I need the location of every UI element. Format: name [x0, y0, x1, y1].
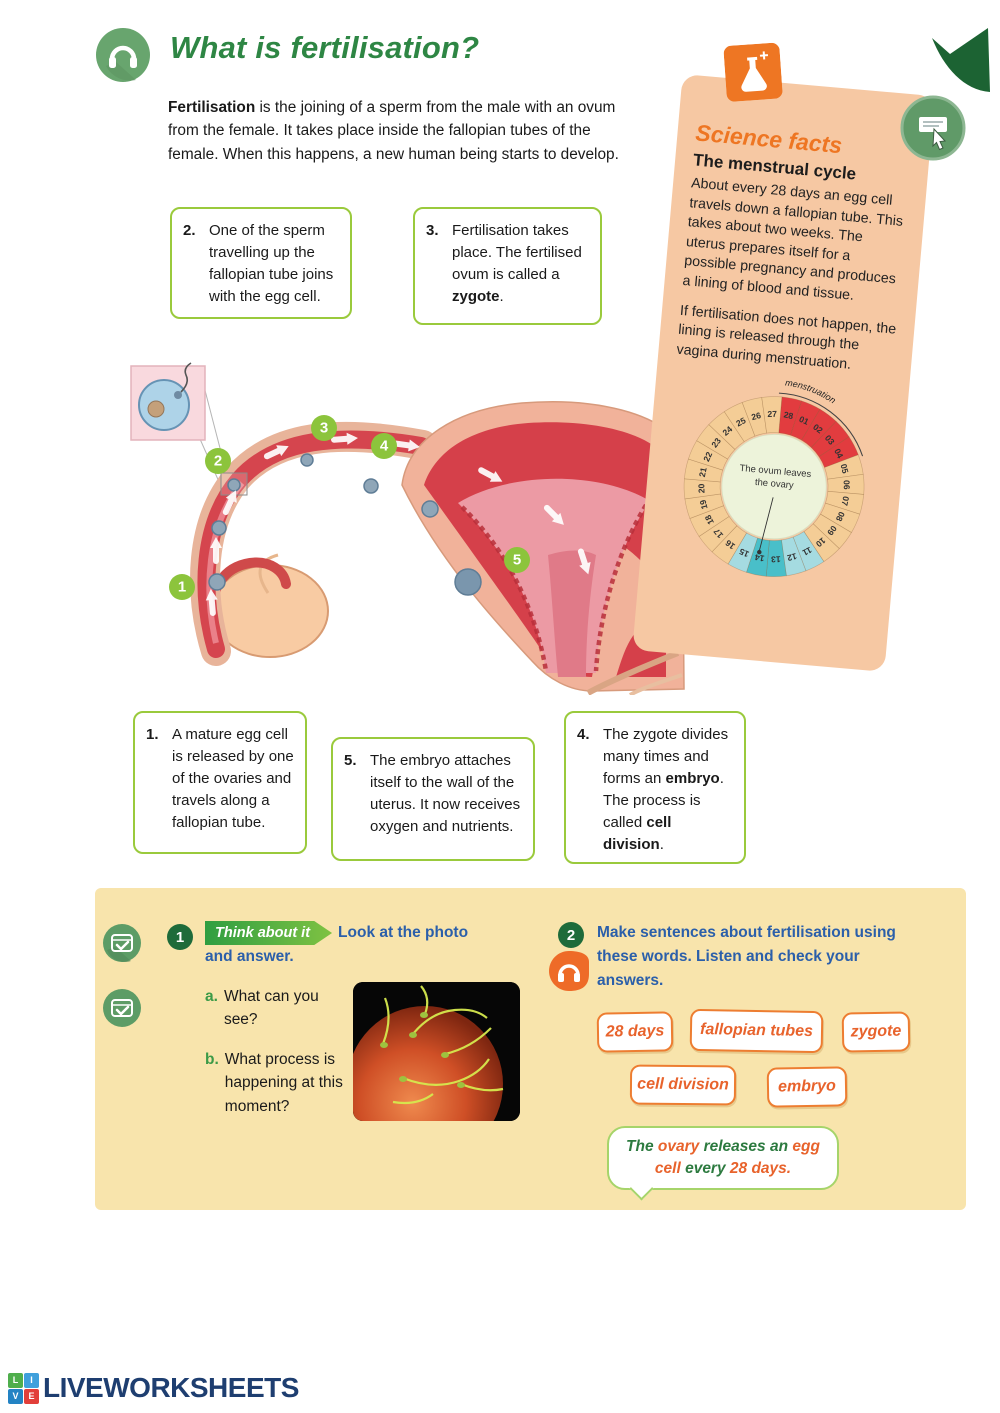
logo-squares: L I V E: [8, 1372, 39, 1404]
web-click-icon[interactable]: [900, 95, 966, 161]
logo-square: E: [24, 1388, 39, 1404]
headphones-audio-icon[interactable]: [548, 950, 590, 992]
svg-text:11: 11: [800, 545, 813, 558]
question-text: What process is happening at this moment…: [224, 1051, 343, 1115]
svg-text:22: 22: [701, 450, 714, 463]
answer-speech-bubble: The ovary releases an egg cell every 28 …: [607, 1126, 839, 1201]
question-text: What can you see?: [223, 988, 319, 1029]
logo-text: LIVEWORKSHEETS: [43, 1372, 299, 1403]
ovary: [211, 564, 329, 658]
step-box-3: 3. Fertilisation takes place. The fertil…: [413, 207, 602, 325]
svg-text:28: 28: [782, 410, 794, 422]
marker-2: 2: [205, 448, 231, 474]
liveworksheets-logo[interactable]: L I V E LIVEWORKSHEETS: [8, 1372, 299, 1404]
svg-text:13: 13: [770, 555, 780, 565]
corner-decoration: [932, 28, 990, 92]
step-text: Fertilisation takes place. The fertilise…: [452, 222, 582, 306]
science-facts-paragraph: About every 28 days an egg cell travels …: [681, 175, 904, 304]
intro-paragraph: Fertilisation is the joining of a sperm …: [168, 99, 619, 163]
flask-icon: [723, 42, 783, 102]
logo-square: V: [8, 1388, 23, 1404]
bubble-tail: [629, 1176, 654, 1201]
step-text: The embryo attaches itself to the wall o…: [370, 752, 521, 836]
flow-arrows: [205, 432, 591, 616]
science-facts-paragraph: If fertilisation does not happen, the li…: [675, 302, 897, 373]
marker-4: 4: [371, 433, 397, 459]
word-chip-cell-division: cell division: [629, 1064, 737, 1106]
fertilisation-diagram: 1 2 3 4 5: [130, 362, 685, 695]
fertilisation-photo: [353, 982, 520, 1121]
svg-text:15: 15: [737, 547, 750, 560]
svg-text:21: 21: [696, 467, 708, 479]
svg-text:07: 07: [839, 496, 851, 508]
svg-text:12: 12: [785, 551, 797, 563]
diagram-markers: 1 2 3 4 5: [169, 415, 530, 600]
widget-check-icon[interactable]: [103, 924, 141, 962]
word-chip-fallopian-tubes: fallopian tubes: [689, 1008, 824, 1054]
svg-text:3: 3: [320, 420, 328, 437]
question-letter: b.: [205, 1051, 219, 1068]
svg-text:5: 5: [513, 552, 521, 569]
svg-text:27: 27: [767, 409, 777, 419]
step-box-5: 5. The embryo attaches itself to the wal…: [331, 737, 535, 861]
svg-text:05: 05: [838, 463, 850, 475]
svg-text:06: 06: [841, 480, 851, 490]
question-a: a. What can you see?: [205, 985, 345, 1032]
svg-text:01: 01: [797, 414, 810, 427]
exercise-2-number: 2: [558, 922, 584, 948]
svg-text:4: 4: [380, 438, 389, 455]
svg-text:2: 2: [214, 453, 222, 470]
svg-text:19: 19: [697, 499, 709, 511]
exercise-1-number: 1: [167, 924, 193, 950]
bubble-text: The ovary releases an egg cell every 28 …: [626, 1138, 820, 1177]
widget-check-icon[interactable]: [103, 989, 141, 1027]
marker-1: 1: [169, 574, 195, 600]
step-number: 3.: [426, 222, 439, 239]
logo-square: L: [8, 1372, 23, 1388]
step-number: 5.: [344, 752, 357, 769]
egg-cell-inset: [130, 362, 206, 441]
step-box-1: 1. A mature egg cell is released by one …: [133, 711, 307, 854]
exercise-2-instruction: Make sentences about fertilisation using…: [597, 924, 896, 990]
svg-text:08: 08: [833, 510, 846, 523]
svg-text:25: 25: [734, 415, 747, 428]
page-title: What is fertilisation?: [170, 30, 480, 65]
science-facts-panel: Science facts The menstrual cycle About …: [632, 42, 935, 672]
svg-text:14: 14: [753, 552, 765, 564]
step-text: The zygote divides many times and forms …: [603, 726, 729, 854]
instruction-text: Look at the photo and answer.: [205, 924, 469, 966]
word-chip-28-days: 28 days: [596, 1011, 674, 1053]
word-chip-zygote: zygote: [841, 1011, 911, 1053]
step-text: One of the sperm travelling up the fallo…: [209, 222, 334, 306]
step-number: 4.: [577, 726, 590, 743]
step-box-4: 4. The zygote divides many times and for…: [564, 711, 746, 864]
svg-text:04: 04: [832, 447, 845, 460]
audio-headphones-icon[interactable]: [96, 28, 150, 82]
svg-text:20: 20: [696, 484, 706, 494]
svg-text:1: 1: [178, 579, 186, 596]
egg-cells: [208, 453, 482, 596]
think-about-it-banner: Think about it: [205, 921, 333, 945]
svg-text:the ovary: the ovary: [754, 477, 794, 491]
word-chip-embryo: embryo: [766, 1066, 848, 1108]
marker-5: 5: [504, 547, 530, 573]
step-text: A mature egg cell is released by one of …: [172, 726, 294, 832]
step-number: 2.: [183, 222, 196, 239]
step-number: 1.: [146, 726, 159, 743]
logo-square: I: [24, 1372, 39, 1388]
svg-text:18: 18: [702, 513, 715, 526]
svg-text:26: 26: [750, 410, 762, 422]
question-b: b. What process is happening at this mom…: [205, 1048, 355, 1118]
marker-3: 3: [311, 415, 337, 441]
question-letter: a.: [205, 988, 218, 1005]
step-box-2: 2. One of the sperm travelling up the fa…: [170, 207, 352, 319]
